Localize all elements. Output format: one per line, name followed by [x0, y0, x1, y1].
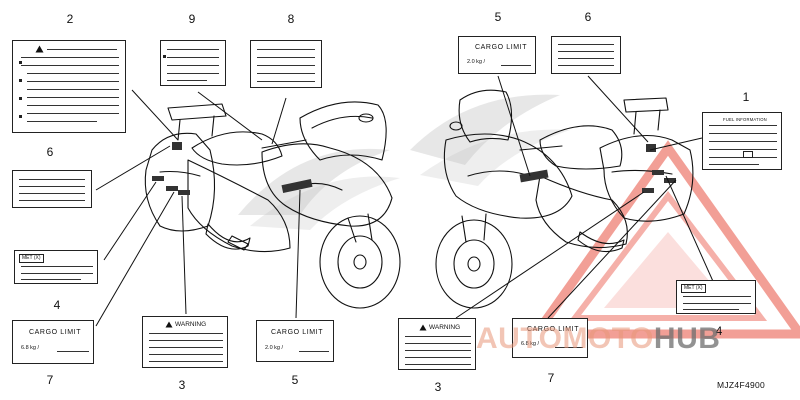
- label-4-left: MET (X): [14, 250, 98, 284]
- leader-lines: [95, 75, 717, 327]
- cargo-limit-title: CARGO LIMIT: [475, 44, 528, 51]
- callout-4-left: 4: [53, 298, 61, 312]
- cargo-limit-value: 2.0 kg /: [265, 345, 284, 351]
- callout-4-right: 4: [715, 324, 723, 338]
- label-4-right: MET (X): [676, 280, 756, 314]
- callout-6-top: 6: [584, 10, 592, 24]
- label-5-cargo-limit-bottom: CARGO LIMIT 2.0 kg /: [256, 320, 334, 362]
- label-3-warning-left: WARNING: [142, 316, 228, 368]
- cargo-limit-title: CARGO LIMIT: [271, 329, 324, 336]
- label-9: [160, 40, 226, 86]
- callout-2: 2: [66, 12, 74, 26]
- label-2-caution: [12, 40, 126, 133]
- cargo-limit-value: 6.8 kg /: [21, 345, 40, 351]
- cargo-limit-title: CARGO LIMIT: [527, 326, 580, 333]
- warning-triangle-icon: [35, 45, 44, 53]
- warning-triangle-icon: [165, 321, 173, 328]
- label-5-cargo-limit-top: CARGO LIMIT 2.0 kg /: [458, 36, 536, 74]
- callout-9: 9: [188, 12, 196, 26]
- met-tag: MET (X): [19, 254, 44, 263]
- callout-3-right: 3: [434, 380, 442, 394]
- label-6-top: [551, 36, 621, 74]
- callout-3-left: 3: [178, 378, 186, 392]
- callout-5-bottom: 5: [291, 373, 299, 387]
- met-tag: MET (X): [681, 284, 706, 293]
- watermark-text: AUTOMOTOHUB: [476, 322, 721, 355]
- warning-triangle-icon: [419, 324, 427, 331]
- callout-7-right: 7: [547, 371, 555, 385]
- callout-1: 1: [742, 90, 750, 104]
- cargo-limit-value: 2.0 kg /: [467, 59, 486, 65]
- fuel-information-title: FUEL INFORMATION: [723, 117, 767, 122]
- callout-8: 8: [287, 12, 295, 26]
- motorcycle-left-illustration: [144, 101, 401, 309]
- watermark-logo-icon: [527, 140, 800, 339]
- cargo-limit-title: CARGO LIMIT: [29, 329, 82, 336]
- warning-title: WARNING: [175, 321, 207, 328]
- warning-title: WARNING: [429, 324, 461, 331]
- label-7-cargo-limit-left: CARGO LIMIT 6.8 kg /: [12, 320, 94, 364]
- motorcycle-right-illustration: [435, 89, 694, 309]
- label-7-cargo-limit-right: CARGO LIMIT 6.8 kg /: [512, 318, 588, 358]
- callout-7-left: 7: [46, 373, 54, 387]
- callout-5-top: 5: [494, 10, 502, 24]
- honda-wing-watermark-right: [410, 94, 570, 186]
- honda-wing-watermark-left: [238, 148, 400, 230]
- cargo-limit-value: 6.8 kg /: [521, 341, 540, 347]
- label-8: [250, 40, 322, 88]
- label-6-left: [12, 170, 92, 208]
- label-3-warning-right: WARNING: [398, 318, 476, 370]
- callout-6-left: 6: [46, 145, 54, 159]
- label-1-fuel-information: FUEL INFORMATION: [702, 112, 782, 170]
- diagram-code: MJZ4F4900: [717, 380, 766, 390]
